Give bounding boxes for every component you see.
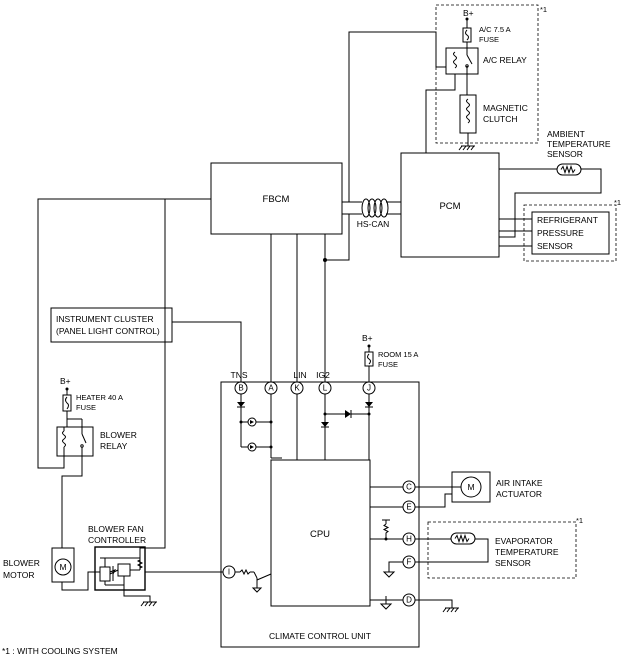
note-mark-refrig: *1: [614, 198, 621, 207]
ambient-sensor-label-2: TEMPERATURE: [547, 139, 611, 149]
svg-text:B: B: [238, 384, 243, 393]
svg-text:D: D: [406, 596, 412, 605]
svg-text:E: E: [406, 503, 411, 512]
svg-text:I: I: [228, 568, 230, 577]
instrument-cluster: INSTRUMENT CLUSTER (PANEL LIGHT CONTROL): [50, 307, 173, 343]
room-fuse-label-2: FUSE: [378, 360, 398, 369]
room-fuse: [364, 351, 374, 367]
evaporator-sensor-thermistor: [450, 532, 476, 545]
ig2-label: IG2: [316, 370, 330, 380]
ambient-sensor-label-3: SENSOR: [547, 149, 583, 159]
svg-text:A: A: [268, 384, 274, 393]
evap-sensor-label-1: EVAPORATOR: [495, 536, 553, 546]
fbcm-module: FBCM: [210, 162, 343, 235]
refrig-sensor-label-1: REFRIGERANT: [537, 215, 598, 225]
lin-label: LIN: [293, 370, 306, 380]
pin-c: C: [402, 480, 416, 494]
evap-sensor-label-3: SENSOR: [495, 558, 531, 568]
blower-relay: [56, 426, 94, 457]
ac-relay-label: A/C RELAY: [483, 55, 527, 65]
room-fuse-label-1: ROOM 15 A: [378, 350, 418, 359]
pin-b: B: [234, 381, 248, 395]
b-plus-heater-label: B+: [60, 376, 71, 386]
fbcm-label: FBCM: [263, 194, 290, 205]
ac-fuse-label-1: A/C 7.5 A: [479, 25, 511, 34]
svg-text:J: J: [367, 384, 371, 393]
blower-fan-controller: [94, 546, 146, 591]
svg-text:F: F: [407, 558, 412, 567]
pin-l: L: [318, 381, 332, 395]
footnote: *1 : WITH COOLING SYSTEM: [2, 646, 118, 656]
pcm-module: PCM: [400, 152, 500, 258]
ac-fuse-label-2: FUSE: [479, 35, 499, 44]
air-intake-motor-symbol: M: [467, 482, 474, 492]
cooling-system-area-top: [435, 4, 539, 144]
pcm-label: PCM: [439, 201, 460, 212]
climate-control-unit-label: CLIMATE CONTROL UNIT: [269, 631, 371, 641]
heater-fuse-label-2: FUSE: [76, 403, 96, 412]
fan-controller-label-1: BLOWER FAN: [88, 524, 144, 534]
heater-fuse: [62, 394, 72, 412]
fan-controller-label-2: CONTROLLER: [88, 535, 146, 545]
blower-motor-label-1: BLOWER: [3, 558, 40, 568]
heater-fuse-label-1: HEATER 40 A: [76, 393, 123, 402]
b-plus-top-label: B+: [463, 8, 474, 18]
instrument-cluster-label-1: INSTRUMENT CLUSTER: [56, 314, 154, 324]
cpu-block: CPU: [270, 459, 371, 607]
blower-relay-label-1: BLOWER: [100, 430, 137, 440]
blower-motor: M: [51, 547, 75, 583]
blower-motor-label-2: MOTOR: [3, 570, 34, 580]
hs-can-label: HS-CAN: [357, 219, 390, 229]
pin-a: A: [264, 381, 278, 395]
refrig-sensor-label-2: PRESSURE: [537, 228, 584, 238]
svg-text:C: C: [406, 483, 412, 492]
evap-sensor-label-2: TEMPERATURE: [495, 547, 559, 557]
pin-j: J: [362, 381, 376, 395]
svg-text:K: K: [294, 384, 300, 393]
ac-relay: [445, 47, 479, 75]
pin-d: D: [402, 593, 416, 607]
svg-text:H: H: [406, 535, 412, 544]
cpu-label: CPU: [310, 529, 330, 540]
refrig-sensor-label-3: SENSOR: [537, 241, 573, 251]
refrigerant-pressure-sensor: REFRIGERANT PRESSURE SENSOR: [531, 211, 610, 255]
blower-relay-label-2: RELAY: [100, 441, 128, 451]
pin-k: K: [290, 381, 304, 395]
ambient-sensor-thermistor: [556, 163, 582, 176]
pin-e: E: [402, 500, 416, 514]
cooling-system-area-evap: [427, 521, 577, 579]
svg-text:L: L: [323, 384, 328, 393]
blower-motor-symbol: M: [59, 562, 66, 572]
magnetic-clutch: [459, 94, 477, 134]
magnetic-clutch-label-1: MAGNETIC: [483, 103, 528, 113]
magnetic-clutch-label-2: CLUTCH: [483, 114, 517, 124]
instrument-cluster-label-2: (PANEL LIGHT CONTROL): [56, 326, 160, 336]
air-intake-label-2: ACTUATOR: [496, 489, 542, 499]
pin-i: I: [222, 565, 236, 579]
pin-h: H: [402, 532, 416, 546]
cooling-system-area-refrig: [523, 204, 617, 262]
tns-label: TNS: [231, 370, 248, 380]
pin-f: F: [402, 555, 416, 569]
hs-can-bus: HS-CAN: [342, 198, 401, 229]
ac-fuse: [462, 27, 472, 43]
ambient-sensor-label-1: AMBIENT: [547, 129, 585, 139]
ccu-internal-circuit: [237, 394, 373, 460]
note-mark-evap: *1: [576, 516, 583, 525]
air-intake-label-1: AIR INTAKE: [496, 478, 543, 488]
b-plus-room-label: B+: [362, 333, 373, 343]
note-mark-top: *1: [540, 5, 547, 14]
